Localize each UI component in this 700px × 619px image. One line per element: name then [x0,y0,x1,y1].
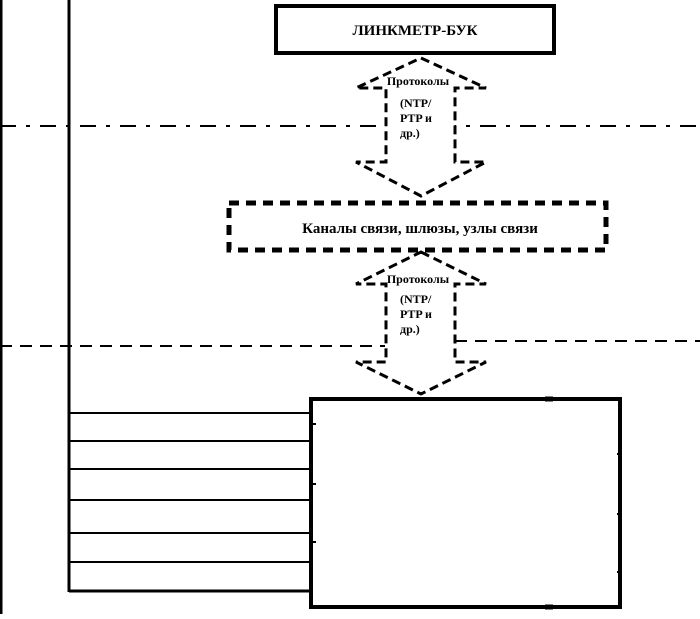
top-box-label: ЛИНКМЕТР-БУК [353,23,478,39]
lower-arrow-line-3: др.) [400,322,420,336]
upper-arrow-line-1: (NTP/ [400,96,432,110]
lower-arrow-title: Протоколы [387,272,450,286]
middle-box [226,200,609,253]
bottom-device-box [309,397,622,609]
lower-arrow-line-1: (NTP/ [400,292,432,306]
upper-double-arrow [355,56,487,198]
lower-double-arrow [355,250,487,396]
middle-box-label: Каналы связи, шлюзы, узлы связи [302,221,538,237]
top-box [274,4,556,55]
lower-arrow-line-2: PTP и [400,307,432,321]
upper-arrow-line-2: PTP и [400,111,432,125]
upper-arrow-title: Протоколы [387,74,450,88]
upper-arrow-line-3: др.) [400,126,420,140]
